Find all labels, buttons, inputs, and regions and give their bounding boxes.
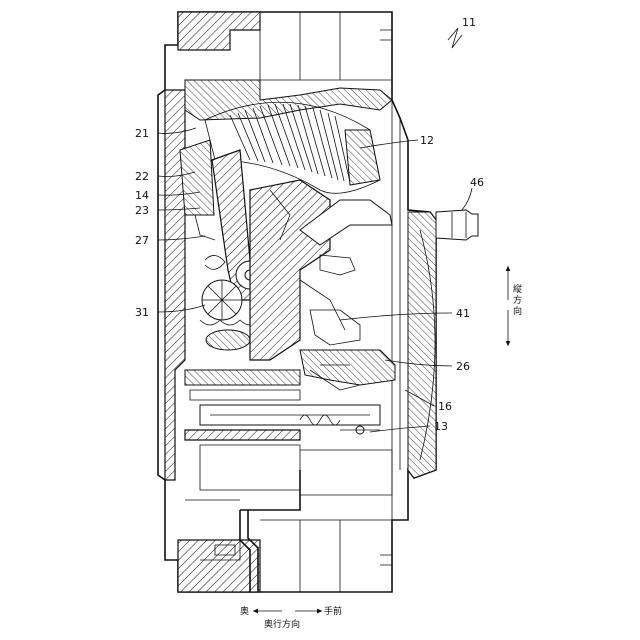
depth-back-label: 奥 — [240, 605, 249, 617]
vertical-direction-char-1: 縦 — [513, 283, 522, 295]
ref-14: 23 — [135, 204, 149, 217]
ref-46: 41 — [456, 307, 470, 320]
operating-knob — [436, 210, 478, 240]
depth-front-label: 手前 — [324, 605, 342, 617]
ref-23: 27 — [135, 234, 149, 247]
ref-21: 22 — [135, 170, 149, 183]
depth-direction-indicator: 奥 手前 奥行方向 — [240, 605, 342, 630]
ref-26: 16 — [438, 400, 452, 413]
vertical-direction-char-2: 方 — [513, 294, 522, 306]
ref-11: 11 — [462, 16, 476, 29]
vertical-direction-char-3: 向 — [513, 305, 522, 317]
center-mechanism — [250, 180, 392, 360]
fixed-contact — [300, 350, 395, 390]
ref-13: 21 — [135, 127, 149, 140]
ref-27: 31 — [135, 306, 149, 319]
ref-31: 46 — [470, 176, 484, 189]
ref-41: 26 — [456, 360, 470, 373]
depth-direction-label: 奥行方向 — [264, 618, 300, 630]
ref-22: 14 — [135, 189, 149, 202]
ref-16: 13 — [434, 420, 448, 433]
vertical-direction-indicator: 縦 方 向 — [508, 268, 522, 344]
ref-12: 12 — [420, 134, 434, 147]
